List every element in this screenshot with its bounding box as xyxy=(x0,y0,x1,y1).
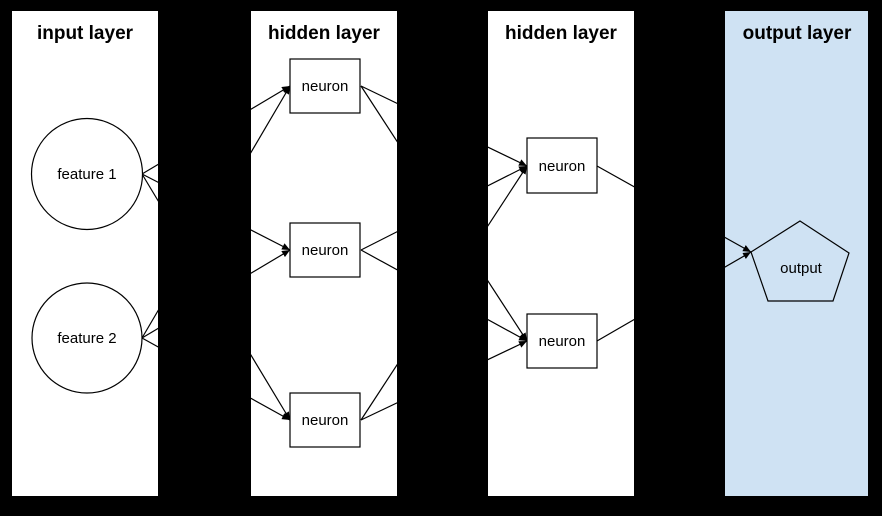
hidden2-neuron-1-label: neuron xyxy=(539,158,586,175)
node-hidden1-neuron-1 xyxy=(289,58,361,114)
hidden1-neuron-2-label: neuron xyxy=(302,242,349,259)
node-hidden2-neuron-2 xyxy=(526,313,598,369)
edge-h2n1-output xyxy=(596,165,752,253)
feature-1-label: feature 1 xyxy=(57,166,116,183)
feature-2-label: feature 2 xyxy=(57,330,116,347)
input-layer-title: input layer xyxy=(37,23,134,44)
edge-h1n1-h2n2 xyxy=(360,85,528,342)
output-label: output xyxy=(780,260,823,277)
node-hidden2-neuron-1 xyxy=(526,137,598,194)
edge-f1-h1n3 xyxy=(141,173,291,421)
hidden-layer-1-title: hidden layer xyxy=(268,23,381,44)
node-feature-2 xyxy=(31,282,143,394)
edge-f2-h1n3 xyxy=(141,337,291,421)
edge-h1n3-h2n1 xyxy=(360,165,528,421)
hidden-layer-2-title: hidden layer xyxy=(505,23,618,44)
output-layer-title: output layer xyxy=(743,23,852,44)
edge-h2n2-output xyxy=(596,251,752,342)
node-hidden1-neuron-3 xyxy=(289,392,361,448)
edge-f2-h1n1 xyxy=(141,85,291,339)
edge-h1n2-h2n1 xyxy=(360,165,528,251)
hidden1-neuron-1-label: neuron xyxy=(302,78,349,95)
panel-hidden-layer-2 xyxy=(488,11,634,496)
hidden1-neuron-3-label: neuron xyxy=(302,412,349,429)
edge-h1n2-h2n2 xyxy=(360,249,528,342)
node-hidden1-neuron-2 xyxy=(289,222,361,278)
node-feature-1 xyxy=(30,117,144,231)
hidden2-neuron-2-label: neuron xyxy=(539,333,586,350)
edge-f2-h1n2 xyxy=(141,249,291,339)
edge-h1n3-h2n2 xyxy=(360,340,528,421)
edge-h1n1-h2n1 xyxy=(360,85,528,167)
node-output-pentagon xyxy=(750,220,850,302)
edge-f1-h1n1 xyxy=(141,85,291,175)
panel-input-layer xyxy=(12,11,158,496)
